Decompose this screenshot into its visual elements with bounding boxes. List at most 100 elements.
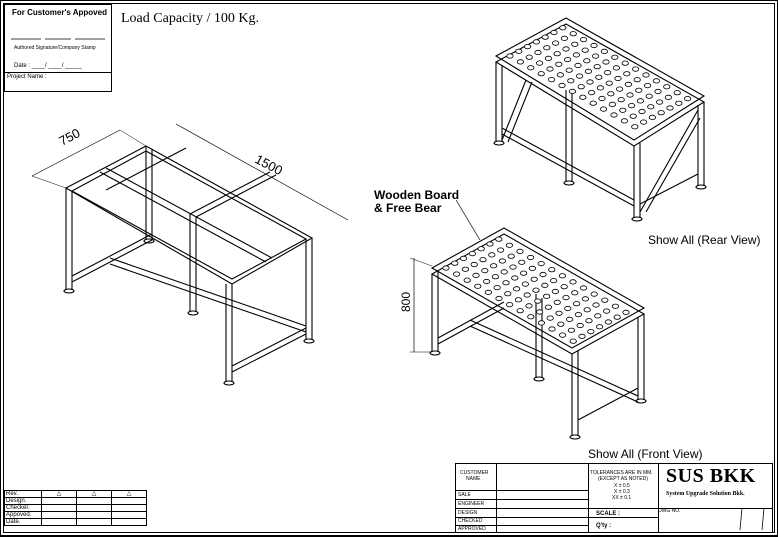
ball-bear <box>493 284 501 291</box>
front-view-label: Show All (Front View) <box>588 447 703 461</box>
ball-bear <box>495 295 503 302</box>
ball-bear <box>514 297 523 303</box>
ball-bear <box>539 271 547 278</box>
ball-bear <box>599 106 608 112</box>
ball-bear <box>611 54 619 60</box>
ball-bear <box>571 290 579 296</box>
dim-height: 800 <box>399 292 413 312</box>
ball-bear <box>568 88 577 95</box>
ball-bear <box>572 52 581 58</box>
company-subtitle: System Upgrade Solution Bkk. <box>666 491 745 497</box>
board-label-line2: & Free Bear <box>374 201 442 215</box>
ball-bear <box>675 100 683 106</box>
ball-bear <box>603 70 612 76</box>
ball-bear <box>664 94 673 101</box>
ball-bear <box>576 322 584 329</box>
ball-bear <box>542 293 551 299</box>
ball-bear <box>553 299 561 305</box>
ball-bear <box>615 86 624 92</box>
ball-bear <box>541 34 549 40</box>
dim-length: 1500 <box>253 151 286 178</box>
ball-bear <box>527 65 535 71</box>
ball-bear <box>558 273 567 279</box>
ball-bear <box>593 64 601 70</box>
ball-bear <box>541 282 549 288</box>
ball-bear <box>523 292 531 298</box>
drawing-frame <box>3 3 775 533</box>
ball-bear <box>470 261 478 268</box>
ball-bear <box>663 84 671 90</box>
ball-bear <box>569 338 577 344</box>
tolerance-xxx: XX ± 0.1 <box>612 495 632 501</box>
ball-bear <box>572 301 581 307</box>
load-capacity-note: Load Capacity / 100 Kg. <box>121 11 260 26</box>
ball-bear <box>537 260 545 267</box>
ball-bear <box>544 55 553 62</box>
ball-bear <box>594 313 602 319</box>
ball-bear <box>631 66 640 72</box>
ball-bear <box>496 247 505 253</box>
date-field: Date : ____/ ____/ _____ <box>14 63 82 69</box>
ball-bear <box>519 270 528 276</box>
ball-bear <box>600 48 609 55</box>
ball-bear <box>623 71 631 77</box>
ball-bear <box>631 124 639 130</box>
ball-bear <box>652 78 661 84</box>
ball-bear <box>613 314 621 320</box>
ball-bear <box>544 304 553 310</box>
approved-label: APPROVED <box>458 526 486 532</box>
tolerance-title: TOLERANCES ARE IN MM. <box>590 470 653 476</box>
ball-bear <box>607 91 615 97</box>
ball-bear <box>506 53 514 59</box>
ball-bear <box>657 110 665 116</box>
ball-bear <box>558 332 567 338</box>
ball-bear <box>586 79 594 85</box>
ball-bear <box>584 68 593 75</box>
ball-bear <box>535 60 544 66</box>
ball-bear <box>550 29 558 36</box>
ball-bear <box>556 72 565 78</box>
ball-bear <box>532 39 541 45</box>
rev-mark: △ <box>111 490 147 498</box>
ball-bear <box>645 93 653 99</box>
ball-bear <box>583 307 591 313</box>
ball-bears-front <box>442 236 630 344</box>
ball-bear <box>472 272 480 278</box>
tolerance-xx: X ± 0.3 <box>614 489 630 495</box>
ball-bear <box>602 308 611 314</box>
ball-bear <box>612 65 621 71</box>
ball-bear <box>579 36 588 43</box>
project-name-field: Project Name : <box>5 72 111 81</box>
ball-bear <box>516 59 525 65</box>
ball-bear <box>587 328 595 335</box>
ball-bear <box>507 253 515 259</box>
ball-bear <box>596 85 605 91</box>
ball-bear <box>636 98 645 104</box>
rear-view-label: Show All (Rear View) <box>648 233 761 247</box>
ball-bear <box>638 108 646 115</box>
customer-label: CUSTOMER <box>460 470 489 476</box>
tolerance-x: X ± 0.5 <box>614 483 630 489</box>
sale-label: SALE <box>458 492 471 498</box>
ball-bear <box>583 58 591 64</box>
ball-bear <box>595 324 604 330</box>
ball-bear <box>602 59 610 65</box>
ball-bear <box>614 75 622 82</box>
ball-bear <box>560 284 568 290</box>
ball-bear <box>486 241 494 247</box>
ball-bear <box>620 118 629 124</box>
ball-bear <box>629 113 637 119</box>
ball-bear <box>578 333 586 339</box>
ball-bear <box>461 266 469 272</box>
ball-bear <box>525 303 533 309</box>
ball-bear <box>555 310 563 316</box>
title-block: CUSTOMER NAME SALE ENGINEER DESIGN CHECK… <box>455 463 773 533</box>
ball-bear <box>537 320 546 326</box>
customer-approval-box: For Customer's Appoved Authored Signatur… <box>4 4 112 92</box>
ball-bear <box>549 277 558 284</box>
ball-bear <box>590 42 598 49</box>
ball-bear <box>648 114 657 121</box>
ball-bear <box>569 31 577 37</box>
ball-bear <box>569 279 577 285</box>
ball-bear <box>468 251 476 257</box>
